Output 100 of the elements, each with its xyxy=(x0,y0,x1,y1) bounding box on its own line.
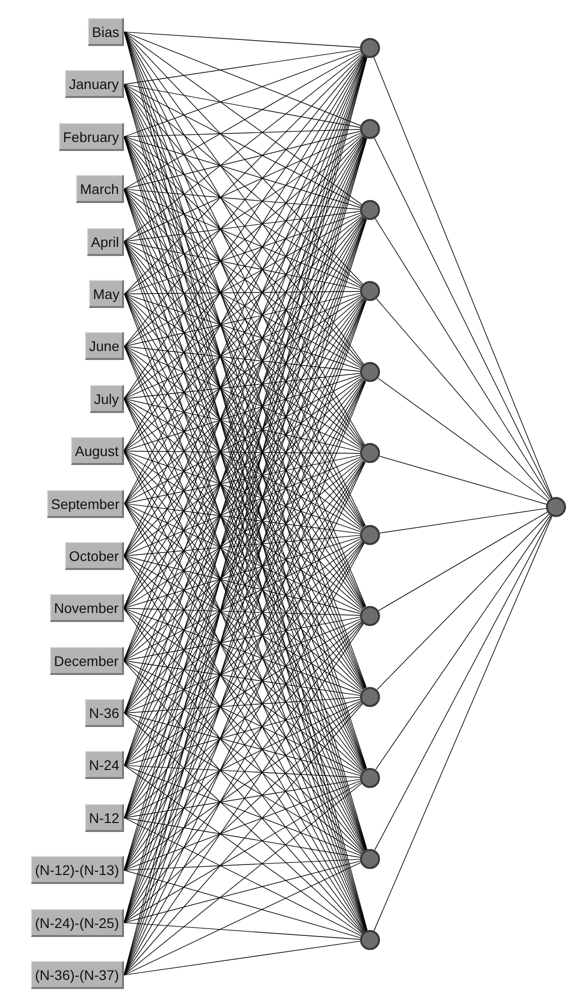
connection-line xyxy=(124,292,361,347)
connection-line xyxy=(123,660,364,934)
connection-line xyxy=(124,783,362,976)
connection-line xyxy=(124,712,361,776)
connection-line xyxy=(124,778,360,818)
connection-line xyxy=(123,534,360,556)
connection-line xyxy=(124,780,361,871)
input-node: Bias xyxy=(88,18,124,46)
input-node: September xyxy=(47,490,124,518)
connection-line xyxy=(376,514,550,690)
connection-line xyxy=(124,32,361,126)
connection-line xyxy=(375,514,551,770)
connection-line xyxy=(373,56,553,498)
connection-line xyxy=(124,621,362,818)
connection-line xyxy=(124,541,364,818)
neuron-circle xyxy=(360,38,380,58)
connection-line xyxy=(124,703,364,976)
connection-line xyxy=(124,32,362,205)
connection-line xyxy=(123,379,364,661)
connection-line xyxy=(123,556,361,614)
connection-line xyxy=(124,54,362,242)
connection-line xyxy=(123,556,362,693)
input-node: N-36 xyxy=(85,699,124,728)
neuron-circle xyxy=(360,362,380,382)
connection-line xyxy=(124,618,361,714)
connection-line xyxy=(378,512,548,611)
connection-line xyxy=(123,608,360,616)
connection-line xyxy=(124,698,361,766)
neuron-circle xyxy=(360,443,380,464)
connection-line xyxy=(124,712,362,854)
connection-line xyxy=(124,217,364,504)
connection-line xyxy=(123,84,364,366)
connection-line xyxy=(123,616,360,661)
neuron-circle xyxy=(360,119,380,140)
connection-line xyxy=(378,378,548,502)
connection-line xyxy=(124,188,360,210)
connection-line xyxy=(376,298,550,500)
connection-line xyxy=(124,817,362,936)
input-node: October xyxy=(65,542,124,570)
connection-line xyxy=(124,376,362,504)
neuron-circle xyxy=(360,524,380,545)
connection-line xyxy=(374,516,552,932)
input-node: July xyxy=(90,384,124,413)
connection-line xyxy=(124,700,362,818)
connection-line xyxy=(124,129,360,138)
neuron-circle xyxy=(360,848,380,869)
neuron-circle xyxy=(546,497,566,517)
input-node: June xyxy=(85,332,124,360)
connection-line xyxy=(123,660,362,854)
connection-line xyxy=(124,862,362,976)
input-node: March xyxy=(76,175,124,204)
input-node: February xyxy=(59,122,124,151)
connection-line xyxy=(123,608,361,694)
connection-line xyxy=(124,241,362,368)
connection-line xyxy=(123,456,361,556)
connection-line xyxy=(124,701,362,871)
connection-line xyxy=(124,188,361,288)
input-node: August xyxy=(71,437,124,466)
connection-line xyxy=(124,214,362,347)
connection-line xyxy=(124,922,360,940)
connection-line xyxy=(124,346,362,450)
input-node: N-12 xyxy=(85,804,124,832)
connection-line xyxy=(124,188,362,368)
connection-line xyxy=(124,503,362,692)
input-node: November xyxy=(50,594,124,622)
input-node: (N-12)-(N-13) xyxy=(31,856,124,884)
connection-line xyxy=(374,218,552,499)
connection-line xyxy=(123,660,362,774)
neuron-circle xyxy=(360,606,380,626)
connection-line xyxy=(123,84,362,286)
connection-line xyxy=(124,373,360,400)
connection-line xyxy=(124,130,361,190)
connection-line xyxy=(123,660,360,696)
connection-line xyxy=(124,50,361,138)
connection-line xyxy=(124,294,362,400)
connection-line xyxy=(123,84,362,206)
connection-line xyxy=(124,765,362,935)
input-node: May xyxy=(89,280,124,308)
connection-line xyxy=(124,346,360,372)
connection-line xyxy=(124,32,360,48)
connection-line xyxy=(123,459,362,661)
connection-line xyxy=(123,450,361,532)
input-node: December xyxy=(50,646,124,675)
input-node: (N-36)-(N-37) xyxy=(31,961,124,989)
connection-line xyxy=(124,503,364,772)
connection-line xyxy=(123,84,360,128)
connection-line xyxy=(124,765,360,778)
connection-line xyxy=(124,817,360,858)
connection-line xyxy=(124,858,360,871)
connection-line xyxy=(124,696,360,714)
neuron-circle xyxy=(360,930,380,950)
connection-line xyxy=(124,860,361,923)
neuron-circle xyxy=(360,768,380,788)
connection-line xyxy=(123,536,361,609)
connection-line xyxy=(124,454,360,504)
input-node: April xyxy=(87,228,124,256)
connection-line xyxy=(379,456,547,505)
connection-line xyxy=(124,212,361,294)
connection-line xyxy=(374,138,552,498)
connection-line xyxy=(124,503,360,534)
